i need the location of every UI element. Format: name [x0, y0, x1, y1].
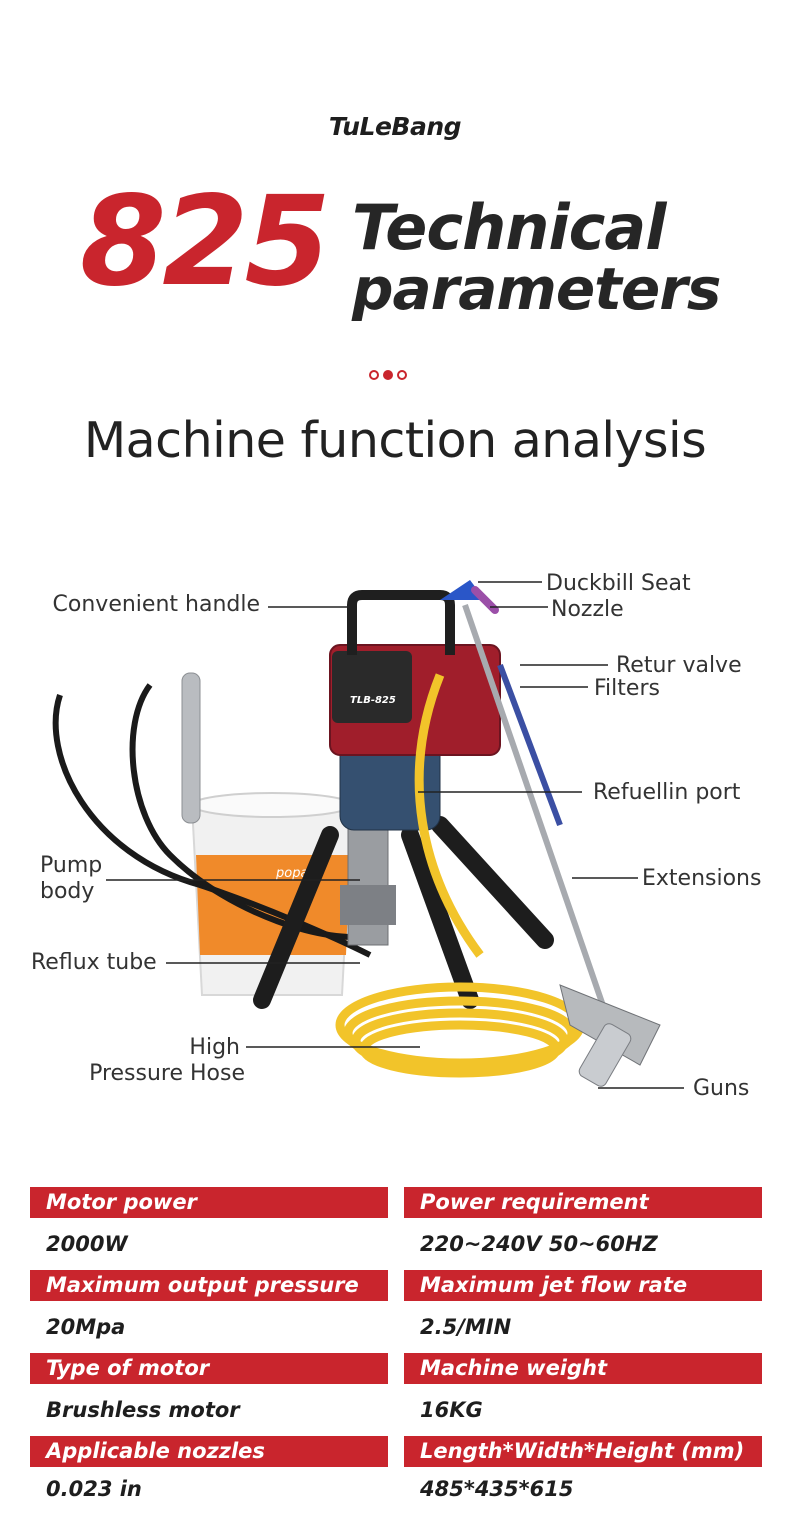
suction-pipe-shape — [181, 672, 201, 824]
spec-label: Power requirement — [404, 1187, 762, 1218]
spec-value: 2000W — [46, 1232, 128, 1256]
spec-row: Motor power 2000W Power requirement 220~… — [30, 1187, 762, 1270]
spec-table: Motor power 2000W Power requirement 220~… — [30, 1187, 762, 1511]
dot-outline-icon — [397, 370, 407, 380]
callout-pump-body-line2: body — [40, 879, 95, 904]
callout-pump-body-line1: Pump — [40, 853, 103, 878]
callout-reflux-tube: Reflux tube — [31, 950, 157, 975]
spec-value: 0.023 in — [46, 1477, 142, 1501]
spec-label: Length*Width*Height (mm) — [404, 1436, 762, 1467]
callout-retur-valve: Retur valve — [616, 653, 742, 678]
callout-guns: Guns — [693, 1076, 750, 1101]
callout-duckbill-seat: Duckbill Seat — [546, 571, 691, 596]
spec-label: Maximum jet flow rate — [404, 1270, 762, 1301]
spec-label: Machine weight — [404, 1353, 762, 1384]
spec-label: Type of motor — [30, 1353, 388, 1384]
spec-row: Maximum output pressure 20Mpa Maximum je… — [30, 1270, 762, 1353]
section-title: Machine function analysis — [83, 412, 707, 469]
decorative-dots — [369, 370, 407, 380]
dot-filled-icon — [383, 370, 393, 380]
model-number: 825 — [80, 170, 331, 314]
spec-value: 16KG — [420, 1398, 483, 1422]
callout-filters: Filters — [594, 676, 660, 701]
spec-row: Type of motor Brushless motor Machine we… — [30, 1353, 762, 1436]
callout-convenient-handle: Convenient handle — [52, 592, 260, 617]
dot-outline-icon — [369, 370, 379, 380]
callout-refuellin-port: Refuellin port — [593, 780, 741, 805]
page-title-line2: parameters — [352, 255, 721, 323]
airless-sprayer-illustration: popar TLB-825 — [52, 580, 684, 1089]
machine-badge-text: TLB-825 — [350, 695, 396, 706]
page-title-line1: Technical — [352, 191, 666, 264]
spec-value: 220~240V 50~60HZ — [420, 1232, 658, 1256]
spec-row: Applicable nozzles 0.023 in Length*Width… — [30, 1436, 762, 1511]
spec-value: 20Mpa — [46, 1315, 126, 1339]
spec-label: Motor power — [30, 1187, 388, 1218]
callout-high-pressure-hose-line2: Pressure Hose — [89, 1061, 245, 1086]
callout-extensions: Extensions — [642, 866, 762, 891]
spec-label: Maximum output pressure — [30, 1270, 388, 1301]
spec-value: 2.5/MIN — [420, 1315, 512, 1339]
spec-label: Applicable nozzles — [30, 1436, 388, 1467]
callout-high-pressure-hose-line1: High — [189, 1035, 240, 1060]
brand-logo: TuLeBang — [328, 112, 462, 141]
spec-value: Brushless motor — [46, 1398, 240, 1422]
callout-lines — [106, 581, 684, 1089]
callout-nozzle: Nozzle — [551, 597, 624, 622]
machine-diagram: popar TLB-825 — [0, 555, 790, 1135]
spec-value: 485*435*615 — [420, 1477, 574, 1501]
